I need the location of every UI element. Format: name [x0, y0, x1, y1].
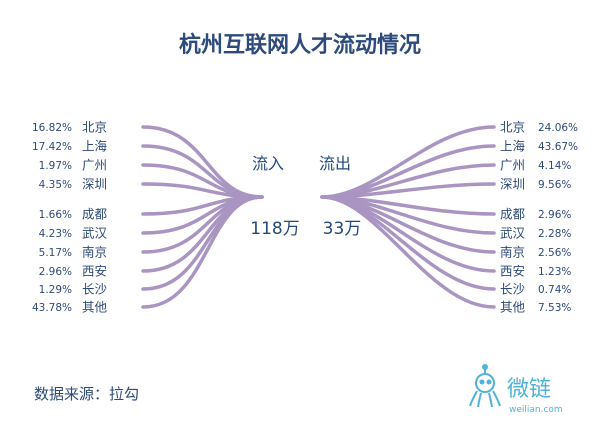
outflow-city: 长沙	[500, 282, 526, 297]
outflow-pct: 1.23%	[538, 266, 571, 278]
inflow-pct: 17.42%	[32, 141, 72, 153]
logo-text: 微链	[507, 377, 551, 402]
inflow-city: 广州	[82, 158, 107, 173]
outflow-pct: 2.28%	[538, 228, 571, 240]
outflow-lines	[320, 125, 496, 309]
outflow-city: 西安	[500, 264, 525, 279]
logo-url: weilian.com	[509, 405, 563, 415]
outflow-pct: 0.74%	[538, 284, 571, 296]
inflow-pct: 1.97%	[39, 160, 72, 172]
outflow-label: 流出	[319, 154, 351, 173]
inflow-line	[141, 182, 264, 199]
inflow-labels: 16.82% 北京 17.42% 上海 1.97% 广州 4.35% 深圳 1.66% 成都 4.2…	[32, 120, 108, 315]
outflow-city: 成都	[500, 207, 526, 222]
inflow-line	[141, 125, 264, 199]
inflow-city: 西安	[82, 264, 107, 279]
outflow-city: 南京	[500, 245, 525, 260]
inflow-pct: 1.29%	[39, 284, 72, 296]
outflow-city: 北京	[500, 120, 525, 135]
outflow-pct: 7.53%	[538, 302, 571, 314]
data-source: 数据来源：拉勾	[34, 385, 139, 403]
inflow-pct: 16.82%	[32, 122, 72, 134]
outflow-pct: 2.56%	[538, 247, 571, 259]
outflow-pct: 43.67%	[538, 141, 578, 153]
logo: 微链 weilian.com	[469, 364, 563, 415]
outflow-pct: 9.56%	[538, 179, 571, 191]
inflow-pct: 43.78%	[32, 302, 72, 314]
outflow-pct: 24.06%	[538, 122, 578, 134]
outflow-city: 上海	[500, 139, 526, 154]
outflow-total: 33万	[323, 219, 362, 239]
outflow-line	[320, 195, 496, 291]
inflow-city: 成都	[82, 207, 108, 222]
inflow-city: 长沙	[82, 282, 108, 297]
inflow-city: 武汉	[82, 226, 108, 241]
inflow-city: 深圳	[82, 177, 107, 192]
inflow-pct: 5.17%	[39, 247, 72, 259]
inflow-pct: 2.96%	[39, 266, 72, 278]
inflow-pct: 1.66%	[39, 209, 72, 221]
inflow-total: 118万	[250, 219, 299, 239]
outflow-city: 深圳	[500, 177, 525, 192]
inflow-line	[141, 195, 264, 309]
outflow-line	[320, 195, 496, 309]
inflow-city: 南京	[82, 245, 107, 260]
inflow-pct: 4.23%	[39, 228, 72, 240]
inflow-pct: 4.35%	[39, 179, 72, 191]
outflow-city: 其他	[500, 300, 526, 315]
robot-icon	[469, 364, 501, 408]
chart-title: 杭州互联网人才流动情况	[179, 32, 421, 58]
outflow-pct: 2.96%	[538, 209, 571, 221]
outflow-city: 广州	[500, 158, 525, 173]
outflow-city: 武汉	[500, 226, 526, 241]
inflow-city: 北京	[82, 120, 107, 135]
inflow-city: 上海	[82, 139, 108, 154]
inflow-city: 其他	[82, 300, 108, 315]
outflow-pct: 4.14%	[538, 160, 571, 172]
inflow-label: 流入	[252, 154, 284, 173]
inflow-line	[141, 195, 264, 291]
outflow-labels: 北京 24.06% 上海 43.67% 广州 4.14% 深圳 9.56% 成都 2.96% 武汉 2…	[500, 120, 578, 315]
inflow-lines	[141, 125, 264, 309]
